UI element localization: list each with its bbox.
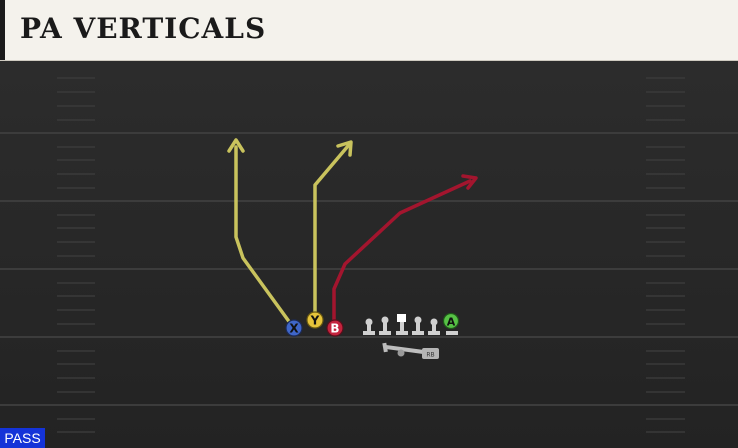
quarterback-icon	[382, 342, 424, 357]
center	[396, 314, 408, 335]
player-b[interactable]: B	[326, 319, 344, 337]
running-back: RB	[422, 348, 439, 359]
player-rb-label: RB	[426, 352, 434, 359]
route-x	[227, 138, 295, 329]
player-b-label: B	[330, 322, 339, 336]
play-field	[0, 61, 738, 448]
player-a[interactable]: A	[442, 312, 460, 336]
title-accent-stripe	[0, 0, 5, 60]
route-y	[313, 140, 353, 320]
lineman-1	[363, 318, 375, 335]
play-title: PA VERTICALS	[20, 12, 267, 45]
lineman-4	[412, 316, 424, 335]
hash-marks-left	[57, 77, 95, 433]
play-title-bar: PA VERTICALS	[0, 0, 738, 61]
player-x[interactable]: X	[285, 319, 303, 337]
play-type-badge: PASS	[0, 428, 45, 448]
player-y[interactable]: Y	[306, 311, 324, 329]
lineman-5	[428, 318, 440, 335]
lineman-2	[379, 316, 391, 335]
yard-lines	[0, 132, 738, 406]
route-b	[332, 174, 478, 328]
offensive-line	[363, 314, 440, 335]
hash-marks-right	[646, 77, 685, 433]
player-x-label: X	[289, 322, 299, 336]
player-a-label: A	[447, 316, 456, 329]
player-y-label: Y	[310, 314, 320, 328]
